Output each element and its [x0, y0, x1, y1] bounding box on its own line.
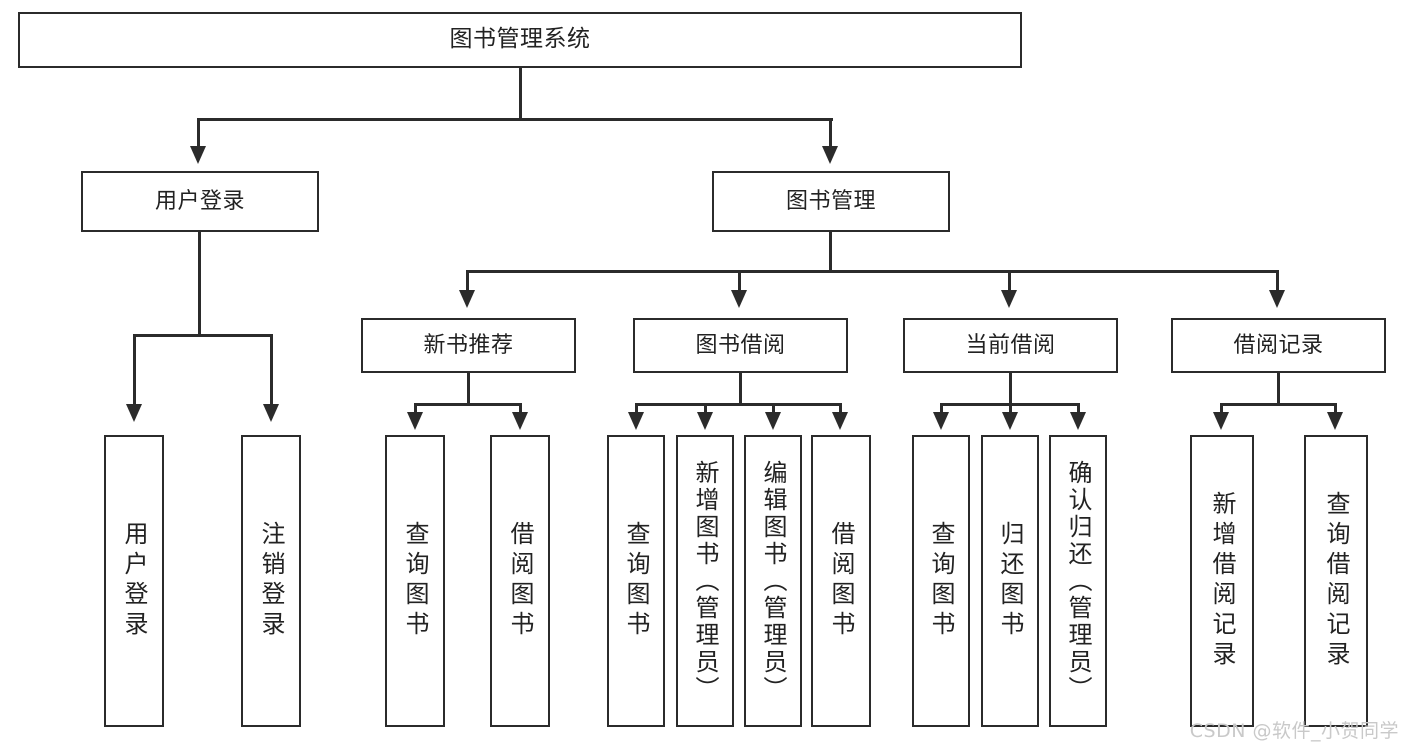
connector-user-login-leaf-1 — [133, 334, 136, 406]
node-label: 新增借阅记录 — [1208, 491, 1236, 671]
connector-book-borrow-bar — [635, 403, 842, 406]
connector-borrow-record-bar — [1220, 403, 1337, 406]
node-root-system[interactable]: 图书管理系统 — [18, 12, 1022, 68]
connector-user-login-bar — [133, 334, 273, 337]
node-label: 借阅图书 — [827, 521, 855, 641]
connector-cb-leaf-3 — [1077, 403, 1080, 415]
arrowhead-user-login — [190, 146, 206, 164]
node-user-login[interactable]: 用户登录 — [81, 171, 319, 232]
connector-new-book-leaf-1 — [414, 403, 417, 415]
csdn-watermark: CSDN @软件_小贺同学 — [1189, 720, 1399, 742]
connector-new-book-bar — [414, 403, 522, 406]
node-label: 用户登录 — [154, 188, 245, 214]
connector-to-book-borrow — [738, 270, 741, 292]
leaf-bb-borrow-book[interactable]: 借阅图书 — [811, 435, 871, 727]
connector-bb-leaf-1 — [635, 403, 638, 415]
leaf-cb-return-book[interactable]: 归还图书 — [981, 435, 1039, 727]
connector-bb-leaf-4 — [839, 403, 842, 415]
node-label: 注销登录 — [257, 521, 285, 641]
leaf-logout[interactable]: 注销登录 — [241, 435, 301, 727]
connector-new-book-leaf-2 — [519, 403, 522, 415]
node-book-borrow[interactable]: 图书借阅 — [633, 318, 848, 373]
arrowhead-bb-leaf-1 — [628, 412, 644, 430]
leaf-bb-query-book[interactable]: 查询图书 — [607, 435, 665, 727]
arrowhead-bb-leaf-4 — [832, 412, 848, 430]
node-label: 新书推荐 — [423, 332, 514, 358]
connector-bb-leaf-2 — [704, 403, 707, 415]
arrowhead-bb-leaf-3 — [765, 412, 781, 430]
connector-book-manage-bar — [466, 270, 1278, 273]
connector-borrow-record-trunk — [1277, 373, 1280, 405]
leaf-user-login[interactable]: 用户登录 — [104, 435, 164, 727]
node-label: 查询图书 — [927, 521, 955, 641]
connector-root-bar — [197, 118, 833, 121]
arrowhead-bb-leaf-2 — [697, 412, 713, 430]
node-label: 新增图书（管理员） — [691, 459, 719, 703]
node-label: 查询图书 — [401, 521, 429, 641]
node-new-book-recommend[interactable]: 新书推荐 — [361, 318, 576, 373]
connector-book-manage-trunk — [829, 232, 832, 272]
node-label: 归还图书 — [996, 521, 1024, 641]
connector-br-leaf-1 — [1220, 403, 1223, 415]
connector-user-login-trunk — [198, 232, 201, 336]
arrowhead-br-leaf-1 — [1213, 412, 1229, 430]
connector-root-trunk — [519, 68, 522, 118]
node-label: 图书管理 — [785, 188, 876, 214]
connector-book-borrow-trunk — [739, 373, 742, 405]
arrowhead-new-book-recommend — [459, 290, 475, 308]
node-current-borrow[interactable]: 当前借阅 — [903, 318, 1118, 373]
leaf-bb-add-book-admin[interactable]: 新增图书（管理员） — [676, 435, 734, 727]
connector-root-to-book-manage — [829, 118, 832, 148]
node-label: 查询图书 — [622, 521, 650, 641]
connector-current-borrow-trunk — [1009, 373, 1012, 405]
arrowhead-borrow-record — [1269, 290, 1285, 308]
leaf-cb-confirm-return-admin[interactable]: 确认归还（管理员） — [1049, 435, 1107, 727]
arrowhead-nb-leaf-1 — [407, 412, 423, 430]
connector-to-new-book — [466, 270, 469, 292]
arrowhead-cb-leaf-3 — [1070, 412, 1086, 430]
connector-to-current-borrow — [1008, 270, 1011, 292]
arrowhead-leaf-logout — [263, 404, 279, 422]
node-label: 借阅图书 — [506, 521, 534, 641]
connector-to-borrow-record — [1276, 270, 1279, 292]
arrowhead-book-manage — [822, 146, 838, 164]
connector-cb-leaf-2 — [1009, 403, 1012, 415]
connector-bb-leaf-3 — [772, 403, 775, 415]
node-label: 借阅记录 — [1233, 332, 1324, 358]
connector-new-book-trunk — [467, 373, 470, 405]
arrowhead-nb-leaf-2 — [512, 412, 528, 430]
connector-br-leaf-2 — [1334, 403, 1337, 415]
arrowhead-cb-leaf-2 — [1002, 412, 1018, 430]
leaf-br-query-record[interactable]: 查询借阅记录 — [1304, 435, 1368, 727]
node-label: 编辑图书（管理员） — [759, 459, 787, 703]
connector-cb-leaf-1 — [940, 403, 943, 415]
leaf-nb-query-book[interactable]: 查询图书 — [385, 435, 445, 727]
leaf-bb-edit-book-admin[interactable]: 编辑图书（管理员） — [744, 435, 802, 727]
connector-user-login-leaf-2 — [270, 334, 273, 406]
node-borrow-record[interactable]: 借阅记录 — [1171, 318, 1386, 373]
node-label: 查询借阅记录 — [1322, 491, 1350, 671]
leaf-nb-borrow-book[interactable]: 借阅图书 — [490, 435, 550, 727]
node-book-management[interactable]: 图书管理 — [712, 171, 950, 232]
node-label: 图书管理系统 — [449, 26, 591, 53]
arrowhead-cb-leaf-1 — [933, 412, 949, 430]
connector-root-to-user-login — [197, 118, 200, 148]
node-label: 确认归还（管理员） — [1064, 459, 1092, 703]
node-label: 当前借阅 — [965, 332, 1056, 358]
node-label: 用户登录 — [120, 521, 148, 641]
leaf-br-add-record[interactable]: 新增借阅记录 — [1190, 435, 1254, 727]
leaf-cb-query-book[interactable]: 查询图书 — [912, 435, 970, 727]
arrowhead-current-borrow — [1001, 290, 1017, 308]
arrowhead-leaf-user-login — [126, 404, 142, 422]
arrowhead-book-borrow — [731, 290, 747, 308]
node-label: 图书借阅 — [695, 332, 786, 358]
arrowhead-br-leaf-2 — [1327, 412, 1343, 430]
